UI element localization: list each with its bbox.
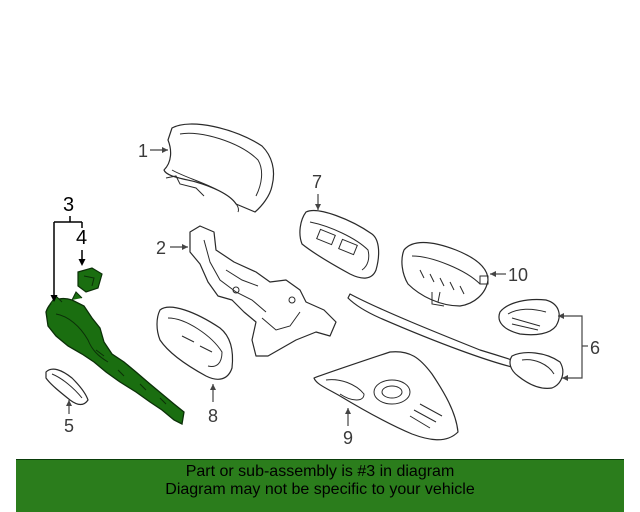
- part-10-airbag-module: [401, 241, 489, 307]
- callout-2: 2: [156, 238, 166, 258]
- banner-line-1: Part or sub-assembly is #3 in diagram: [185, 463, 455, 480]
- part-9-lower-tray: [313, 351, 459, 441]
- arrow-5: [66, 400, 72, 406]
- callout-3: 3: [63, 194, 74, 216]
- part-4-clip: [77, 267, 103, 293]
- callout-4: 4: [76, 227, 87, 249]
- callout-7: 7: [312, 172, 322, 192]
- callout-1: 1: [138, 141, 148, 161]
- callout-8: 8: [208, 406, 218, 426]
- part-8-bezel: [156, 306, 234, 380]
- callout-9: 9: [343, 428, 353, 448]
- arrow-10: [490, 271, 496, 277]
- part-7-control-panel: [299, 210, 380, 279]
- info-banner: Part or sub-assembly is #3 in diagram Di…: [16, 459, 624, 512]
- arrow-9: [345, 408, 351, 414]
- callout-6: 6: [590, 338, 600, 358]
- part-2-center-bracket: [189, 225, 337, 357]
- arrow-3: [50, 295, 58, 302]
- callout-10: 10: [508, 265, 528, 285]
- part-3-highlighted-panel: [45, 291, 185, 425]
- arrow-8: [210, 384, 216, 390]
- part-6-trim-and-vent: [347, 293, 564, 389]
- arrow-4: [78, 259, 86, 266]
- leader-6: [558, 315, 583, 379]
- parts-diagram: 1 2 7 10 6: [45, 123, 600, 448]
- callout-5: 5: [64, 416, 74, 436]
- part-1-cluster-hood: [163, 123, 275, 213]
- banner-line-2: Diagram may not be specific to your vehi…: [165, 481, 475, 498]
- arrow-6a: [558, 313, 564, 319]
- arrow-2: [182, 244, 188, 250]
- part-5-cover: [45, 368, 89, 406]
- arrow-1: [162, 147, 168, 153]
- arrow-6b: [562, 375, 568, 381]
- arrow-7: [315, 204, 321, 210]
